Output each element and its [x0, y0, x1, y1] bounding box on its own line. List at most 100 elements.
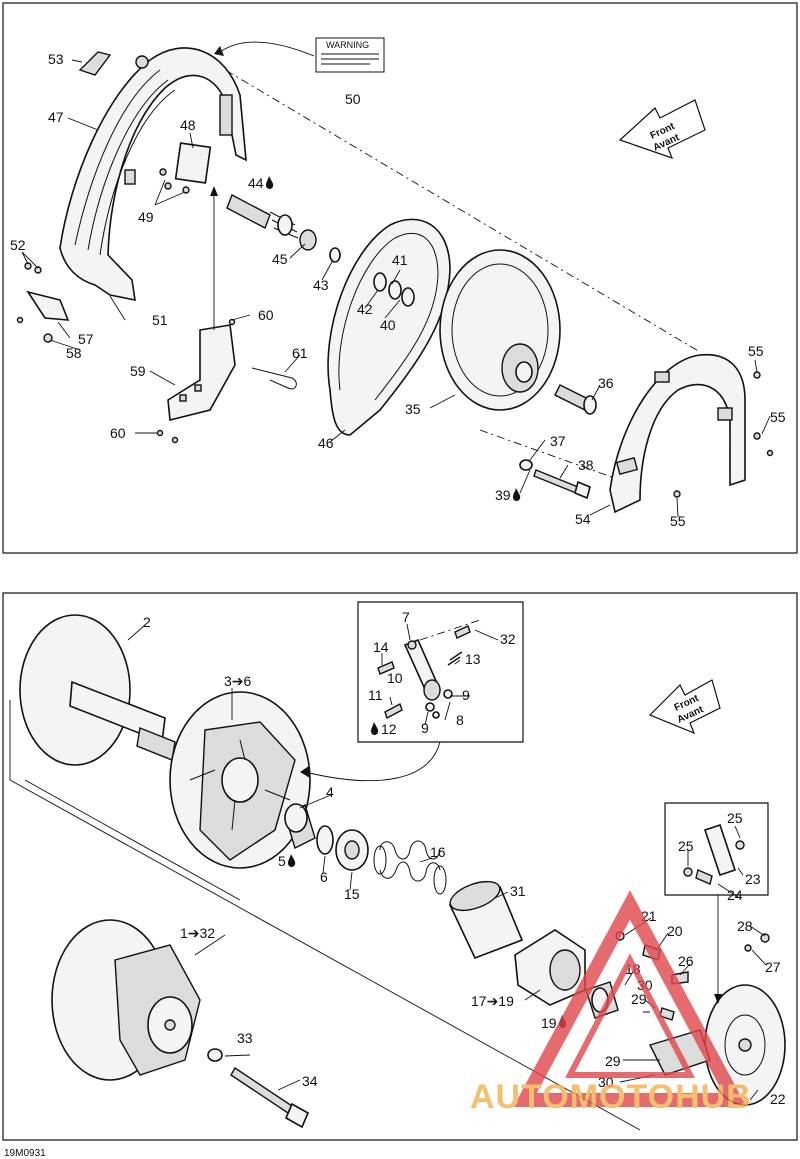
callout-1-32: 1➔32	[180, 925, 215, 941]
grease-icon-5	[288, 854, 296, 867]
bottom-panel: Front Avant 2 3➔6 7 32 14 13 10 11 9 8 9…	[9, 601, 786, 1131]
callout-52: 52	[10, 237, 26, 253]
callout-46: 46	[318, 435, 334, 451]
washer-37	[519, 459, 533, 471]
callout-47: 47	[48, 109, 64, 125]
callout-60-lower: 60	[110, 425, 126, 441]
callout-17-19: 17➔19	[471, 993, 514, 1009]
roller-arm-inset	[357, 601, 524, 743]
callout-8: 8	[456, 712, 464, 728]
callout-22: 22	[770, 1091, 786, 1107]
spacer-36	[554, 384, 597, 415]
spring-16	[373, 840, 447, 895]
bolt-38	[533, 469, 591, 500]
washer-33	[207, 1048, 223, 1062]
callout-12: 12	[381, 721, 397, 737]
ring-43	[329, 247, 341, 263]
callout-6: 6	[320, 869, 328, 885]
callout-34: 34	[302, 1073, 318, 1089]
callout-36: 36	[598, 375, 614, 391]
callout-24: 24	[727, 887, 743, 903]
callout-9-lower: 9	[421, 720, 429, 736]
spring-44	[226, 194, 299, 239]
callout-60-upper: 60	[258, 307, 274, 323]
callout-7: 7	[402, 609, 410, 625]
callout-5: 5	[278, 853, 286, 869]
callout-35: 35	[405, 401, 421, 417]
callout-3-6: 3➔6	[224, 673, 252, 689]
callout-51: 51	[152, 312, 168, 328]
callout-20: 20	[667, 923, 683, 939]
callout-50: 50	[345, 91, 361, 107]
bolt-34	[230, 1067, 310, 1129]
callout-37: 37	[550, 433, 566, 449]
front-arrow-bottom: Front Avant	[648, 679, 721, 735]
grease-icon-44	[266, 176, 274, 189]
callout-23: 23	[745, 871, 761, 887]
front-arrow-top: Front Avant	[618, 99, 706, 159]
top-panel-frame	[2, 2, 798, 554]
callout-33: 33	[237, 1030, 253, 1046]
callout-41: 41	[392, 252, 408, 268]
drive-pulley-assembly	[51, 919, 201, 1081]
callout-4: 4	[326, 784, 334, 800]
watermark-text: AUTOMOTOHUB	[470, 1078, 752, 1116]
spider-assembly	[514, 929, 586, 1006]
fixed-sheave	[19, 614, 176, 766]
watermark: AUTOMOTOHUB	[470, 890, 752, 1116]
callout-48: 48	[180, 117, 196, 133]
callout-53: 53	[48, 51, 64, 67]
grease-icon-12	[371, 722, 379, 735]
warning-label-title: WARNING	[326, 40, 369, 50]
callout-16: 16	[430, 844, 446, 860]
callout-44: 44	[248, 175, 264, 191]
callout-10: 10	[387, 670, 403, 686]
callout-31: 31	[510, 883, 526, 899]
callout-15: 15	[344, 886, 360, 902]
callout-32-inset: 32	[500, 631, 516, 647]
callout-57: 57	[78, 331, 94, 347]
callout-58: 58	[66, 345, 82, 361]
sleeve-31	[448, 880, 524, 960]
callout-61: 61	[292, 345, 308, 361]
bushing-4	[284, 803, 316, 849]
retaining-pin	[251, 367, 297, 390]
callout-54: 54	[575, 511, 591, 527]
callout-29-upper: 29	[631, 991, 647, 1007]
callout-27: 27	[765, 959, 781, 975]
callout-11: 11	[368, 687, 383, 703]
outer-guard	[609, 353, 746, 514]
callout-59: 59	[130, 363, 146, 379]
roller-inset-23-25	[664, 802, 769, 896]
support-bracket	[167, 324, 236, 422]
callout-42: 42	[357, 301, 373, 317]
callout-43: 43	[313, 277, 329, 293]
callout-25-left: 25	[678, 838, 694, 854]
grease-icon-39	[513, 488, 521, 501]
bracket-plate	[174, 142, 212, 184]
callout-26: 26	[678, 953, 694, 969]
callout-25-top: 25	[727, 810, 743, 826]
callout-28: 28	[737, 918, 753, 934]
callout-49: 49	[138, 209, 154, 225]
callout-55-right: 55	[770, 409, 786, 425]
callout-14: 14	[373, 639, 389, 655]
callout-29-lower: 29	[605, 1053, 621, 1069]
ring-6	[316, 825, 334, 855]
callout-39: 39	[495, 487, 511, 503]
callout-55-top: 55	[748, 343, 764, 359]
callout-40: 40	[380, 317, 396, 333]
callout-13: 13	[465, 651, 481, 667]
callout-9-right: 9	[462, 687, 470, 703]
driven-pulley	[439, 249, 561, 411]
callout-55-bottom: 55	[670, 513, 686, 529]
callout-38: 38	[578, 457, 594, 473]
callout-45: 45	[272, 251, 288, 267]
bottom-panel-frame	[2, 592, 798, 1141]
drive-belt	[327, 218, 451, 436]
callout-2: 2	[143, 614, 151, 630]
latch-bracket	[26, 290, 70, 321]
movable-sheave	[169, 691, 311, 869]
diagram-code: 19M0931	[4, 1148, 46, 1159]
